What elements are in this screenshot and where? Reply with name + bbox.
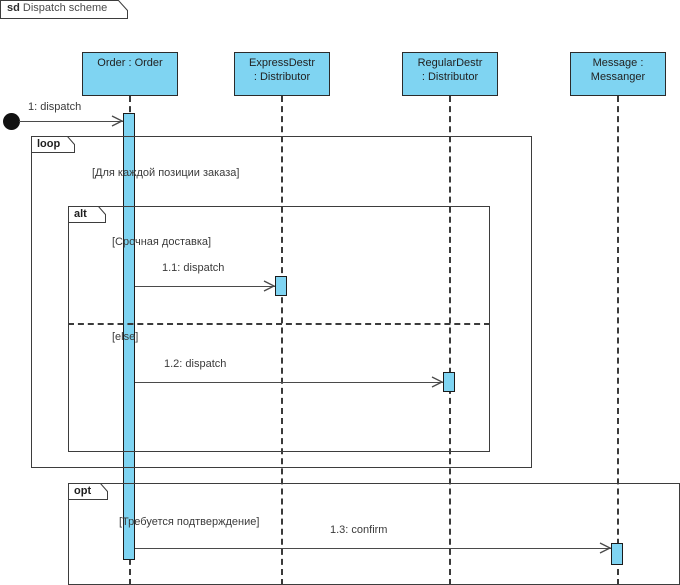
- message-line-dispatch[interactable]: [19, 121, 123, 122]
- fragment-loop-tab: [31, 136, 75, 153]
- lifeline-head-regular[interactable]: RegularDestr : Distributor: [402, 52, 498, 96]
- diagram-title-text: Dispatch scheme: [22, 2, 108, 14]
- diagram-title: sd Dispatch scheme: [7, 2, 107, 14]
- fragment-loop-operator: loop: [37, 138, 61, 150]
- lifeline-head-express[interactable]: ExpressDestr : Distributor: [234, 52, 330, 96]
- lifeline-stem-regular: [449, 96, 451, 585]
- message-label-dispatch: 1: dispatch: [28, 101, 82, 113]
- lifeline-regular-line2: : Distributor: [421, 70, 479, 83]
- lifeline-message-line1: Message :: [592, 57, 644, 69]
- lifeline-stem-message: [617, 96, 619, 585]
- fragment-opt-tab: [68, 483, 108, 500]
- message-line-dispatch-express[interactable]: [135, 286, 275, 287]
- fragment-alt-guard-1: [Срочная доставка]: [112, 236, 212, 248]
- frame-tab-shape: [0, 0, 128, 19]
- message-label-confirm: 1.3: confirm: [330, 524, 388, 536]
- fragment-alt[interactable]: [68, 206, 490, 452]
- fragment-loop-guard: [Для каждой позиции заказа]: [92, 167, 240, 179]
- message-label-dispatch-express: 1.1: dispatch: [162, 262, 225, 274]
- activation-bar-regular[interactable]: [443, 372, 455, 392]
- lifeline-express-line1: ExpressDestr: [248, 57, 316, 69]
- diagram-kind-label: sd: [7, 2, 20, 14]
- lifeline-message-line2: Messanger: [590, 70, 646, 83]
- diagram-frame-tab: sd Dispatch scheme: [0, 0, 128, 19]
- lifeline-regular-line1: RegularDestr: [417, 57, 483, 69]
- lifeline-head-order[interactable]: Order : Order: [82, 52, 178, 96]
- message-arrowhead-dispatch-regular: [431, 376, 443, 388]
- message-line-confirm[interactable]: [135, 548, 611, 549]
- lifeline-head-message[interactable]: Message : Messanger: [570, 52, 666, 96]
- fragment-loop[interactable]: [31, 136, 532, 468]
- message-arrowhead-dispatch-express: [263, 280, 275, 292]
- activation-bar-message[interactable]: [611, 543, 623, 565]
- found-message-start-dot: [3, 113, 20, 130]
- fragment-alt-operator: alt: [74, 208, 87, 220]
- fragment-alt-guard-2: [else]: [112, 331, 139, 343]
- lifeline-express-line2: : Distributor: [253, 70, 311, 83]
- lifeline-order-line1: Order : Order: [97, 57, 163, 69]
- message-arrowhead-confirm: [599, 542, 611, 554]
- fragment-alt-tab: [68, 206, 106, 223]
- lifeline-stem-express: [281, 96, 283, 585]
- message-label-dispatch-regular: 1.2: dispatch: [164, 358, 227, 370]
- fragment-opt-guard: [Требуется подтверждение]: [119, 516, 260, 528]
- fragment-alt-separator: [68, 323, 490, 325]
- message-arrowhead-dispatch: [111, 115, 123, 127]
- activation-bar-express[interactable]: [275, 276, 287, 296]
- message-line-dispatch-regular[interactable]: [135, 382, 443, 383]
- fragment-opt-operator: opt: [74, 485, 92, 497]
- activation-bar-order[interactable]: [123, 113, 135, 560]
